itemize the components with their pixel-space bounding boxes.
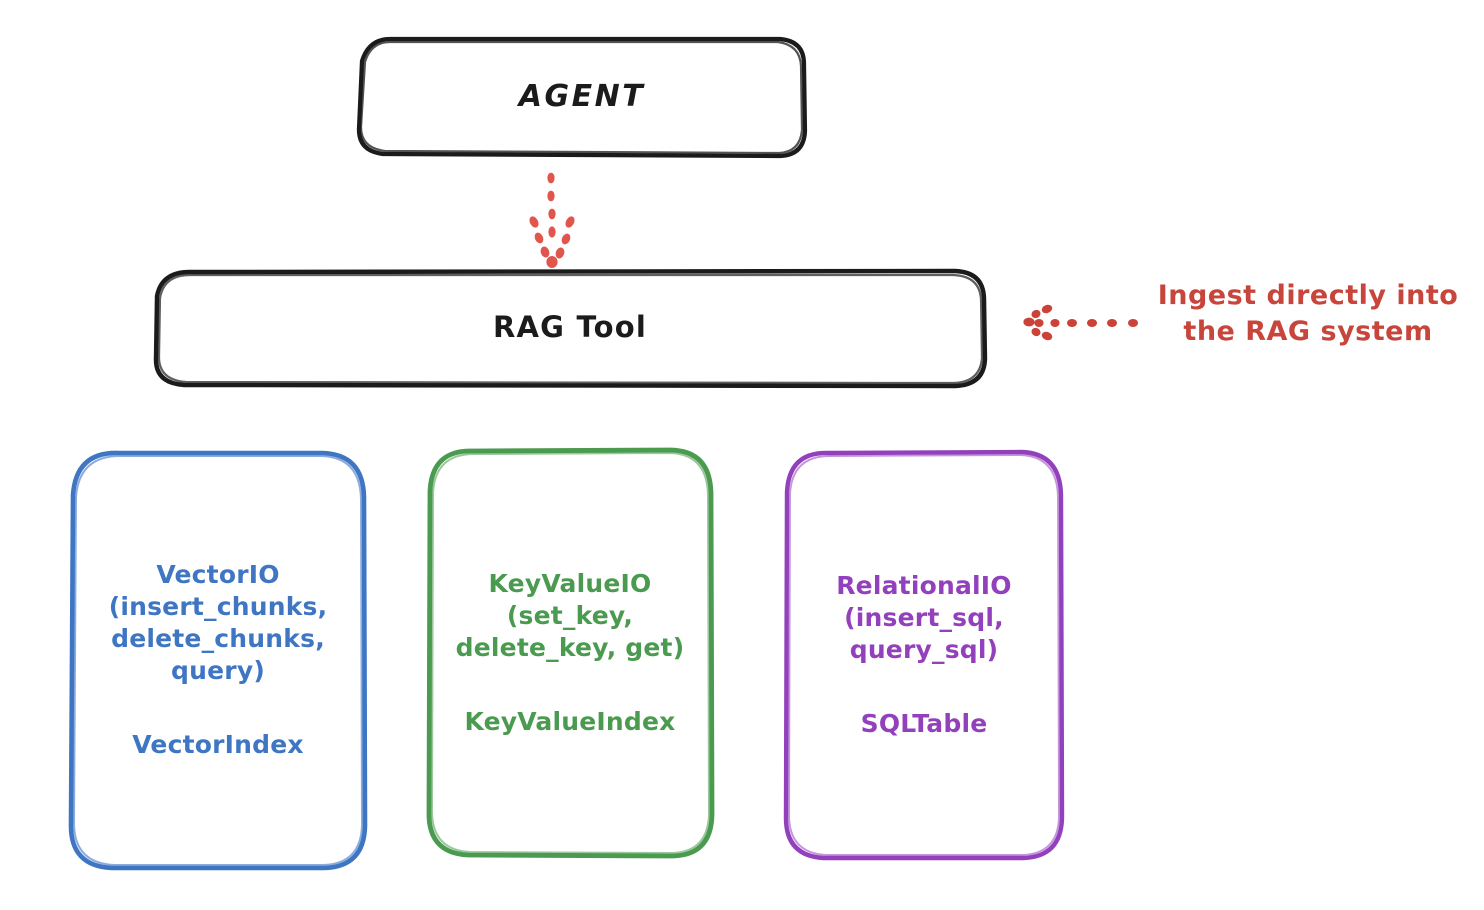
node-rag-tool[interactable]: RAG Tool: [155, 270, 985, 386]
ingest-to-rag-connector: [1023, 304, 1138, 341]
node-vector-store[interactable]: VectorIO (insert_chunks, delete_chunks, …: [72, 452, 364, 868]
keyvalue-store-index-label: KeyValueIndex: [464, 707, 676, 736]
node-relational-store[interactable]: RelationalIO (insert_sql, query_sql) SQL…: [786, 452, 1062, 858]
node-agent[interactable]: AGENT: [358, 38, 806, 156]
agent-to-rag-connector: [529, 172, 575, 268]
node-keyvalue-store[interactable]: KeyValueIO (set_key, delete_key, get) Ke…: [428, 450, 712, 856]
vector-store-index-label: VectorIndex: [132, 730, 304, 759]
node-agent-label: AGENT: [518, 78, 646, 114]
annotation-ingest: Ingest directly into the RAG system: [1157, 280, 1459, 348]
relational-store-index-label: SQLTable: [860, 709, 988, 738]
relational-store-api-label: RelationalIO (insert_sql, query_sql): [836, 571, 1012, 664]
keyvalue-store-api-label: KeyValueIO (set_key, delete_key, get): [455, 569, 685, 662]
vector-store-api-label: VectorIO (insert_chunks, delete_chunks, …: [108, 560, 328, 685]
node-rag-tool-label: RAG Tool: [493, 310, 647, 345]
